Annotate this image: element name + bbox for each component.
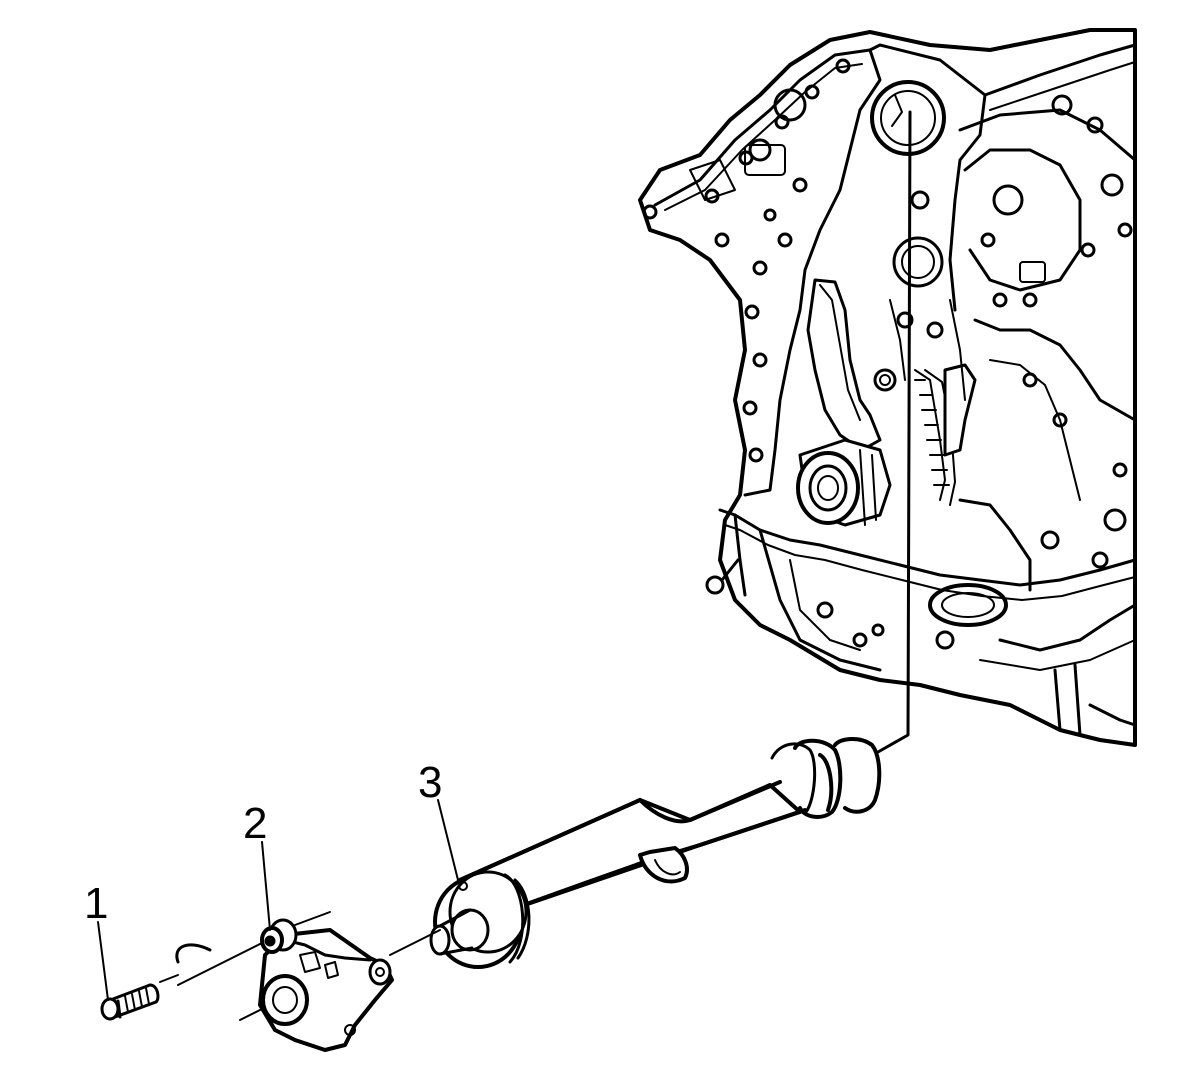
callout-1: 1 bbox=[84, 879, 109, 1001]
flange-bolt-holes bbox=[642, 58, 851, 463]
callout-1-label: 1 bbox=[84, 879, 108, 928]
assembly-leader-line bbox=[876, 110, 912, 754]
timing-chain bbox=[914, 363, 977, 506]
part-2-cover bbox=[175, 911, 441, 1052]
crankshaft-seal-opening bbox=[928, 583, 1008, 627]
callout-3-label: 3 bbox=[418, 758, 442, 807]
callout-2-label: 2 bbox=[243, 799, 267, 848]
cam-seal-opening bbox=[870, 80, 946, 156]
crankshaft-sprocket bbox=[796, 438, 892, 527]
part-1-bolt bbox=[100, 974, 179, 1021]
timing-chain-guide bbox=[806, 278, 897, 452]
callout-3: 3 bbox=[418, 758, 459, 881]
engine-block-illustration bbox=[638, 28, 1137, 747]
oil-pan-rail bbox=[705, 508, 1137, 672]
callout-2: 2 bbox=[243, 799, 271, 931]
part-3-shaft bbox=[429, 737, 882, 969]
